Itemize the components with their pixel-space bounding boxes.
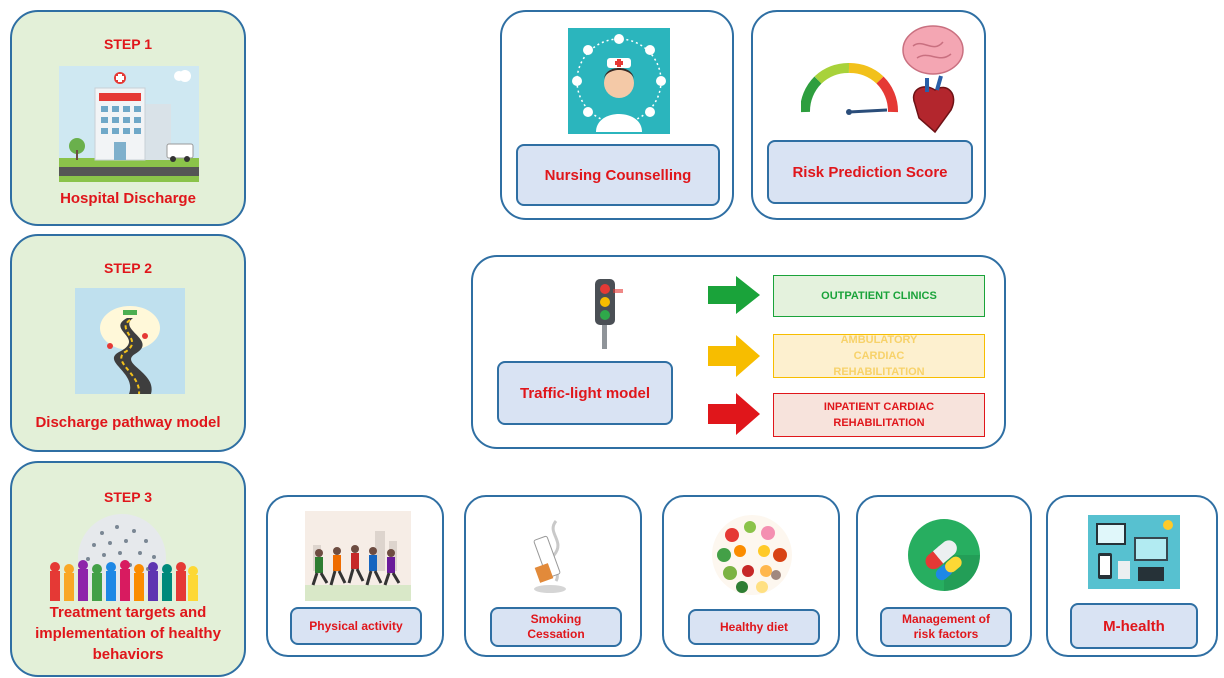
runners-icon [305, 511, 411, 601]
arrow-green-icon [708, 276, 760, 314]
cigarette-icon [533, 520, 566, 593]
step-3-label: Treatment targets and implementation of … [35, 604, 221, 663]
management-risk-factors-button[interactable]: Management of risk factors [880, 607, 1012, 647]
step-2-box: STEP 2 Discharge pathway model [10, 234, 246, 452]
outcome-ambulatory-cardiac-rehabilitation: AMBULATORY CARDIAC REHABILITATION [773, 334, 985, 378]
step-2-title: STEP 2 [104, 260, 152, 276]
step-1-label: Hospital Discharge [60, 190, 196, 207]
devices-icon [1088, 515, 1180, 589]
step-2-label: Discharge pathway model [35, 414, 221, 431]
behavior-card-smoking-cessation: Smoking Cessation [464, 495, 642, 657]
step-3-title: STEP 3 [104, 489, 152, 505]
pills-icon [908, 519, 980, 591]
physical-activity-button[interactable]: Physical activity [290, 607, 422, 645]
traffic-light-icon [595, 279, 623, 349]
outcome-outpatient-clinics: OUTPATIENT CLINICS [773, 275, 985, 317]
behavior-card-management-risk-factors: Management of risk factors [856, 495, 1032, 657]
behavior-card-m-health: M-health [1046, 495, 1218, 657]
food-icon [712, 515, 792, 595]
arrow-red-icon [708, 393, 760, 435]
nursing-counselling-button[interactable]: Nursing Counselling [516, 144, 720, 206]
smoking-cessation-button[interactable]: Smoking Cessation [490, 607, 622, 647]
winding-road-icon [75, 288, 185, 394]
risk-card: Risk Prediction Score [751, 10, 986, 220]
nurse-icon [568, 28, 670, 134]
step-1-box: STEP 1 Hospital Discharge [10, 10, 246, 226]
behavior-card-healthy-diet: Healthy diet [662, 495, 840, 657]
nursing-card: Nursing Counselling [500, 10, 734, 220]
arrow-amber-icon [708, 335, 760, 377]
behavior-card-physical-activity: Physical activity [266, 495, 444, 657]
traffic-light-model-button[interactable]: Traffic-light model [497, 361, 673, 425]
crowd-icon [50, 514, 198, 602]
step-1-title: STEP 1 [104, 36, 152, 52]
step-3-box: STEP 3 Treatment targets and implementat… [10, 461, 246, 677]
outcome-inpatient-cardiac-rehabilitation: INPATIENT CARDIAC REHABILITATION [773, 393, 985, 437]
healthy-diet-button[interactable]: Healthy diet [688, 609, 820, 645]
gauge-brain-heart-icon [801, 25, 964, 134]
hospital-icon [59, 66, 199, 182]
risk-prediction-score-button[interactable]: Risk Prediction Score [767, 140, 973, 204]
m-health-button[interactable]: M-health [1070, 603, 1198, 649]
